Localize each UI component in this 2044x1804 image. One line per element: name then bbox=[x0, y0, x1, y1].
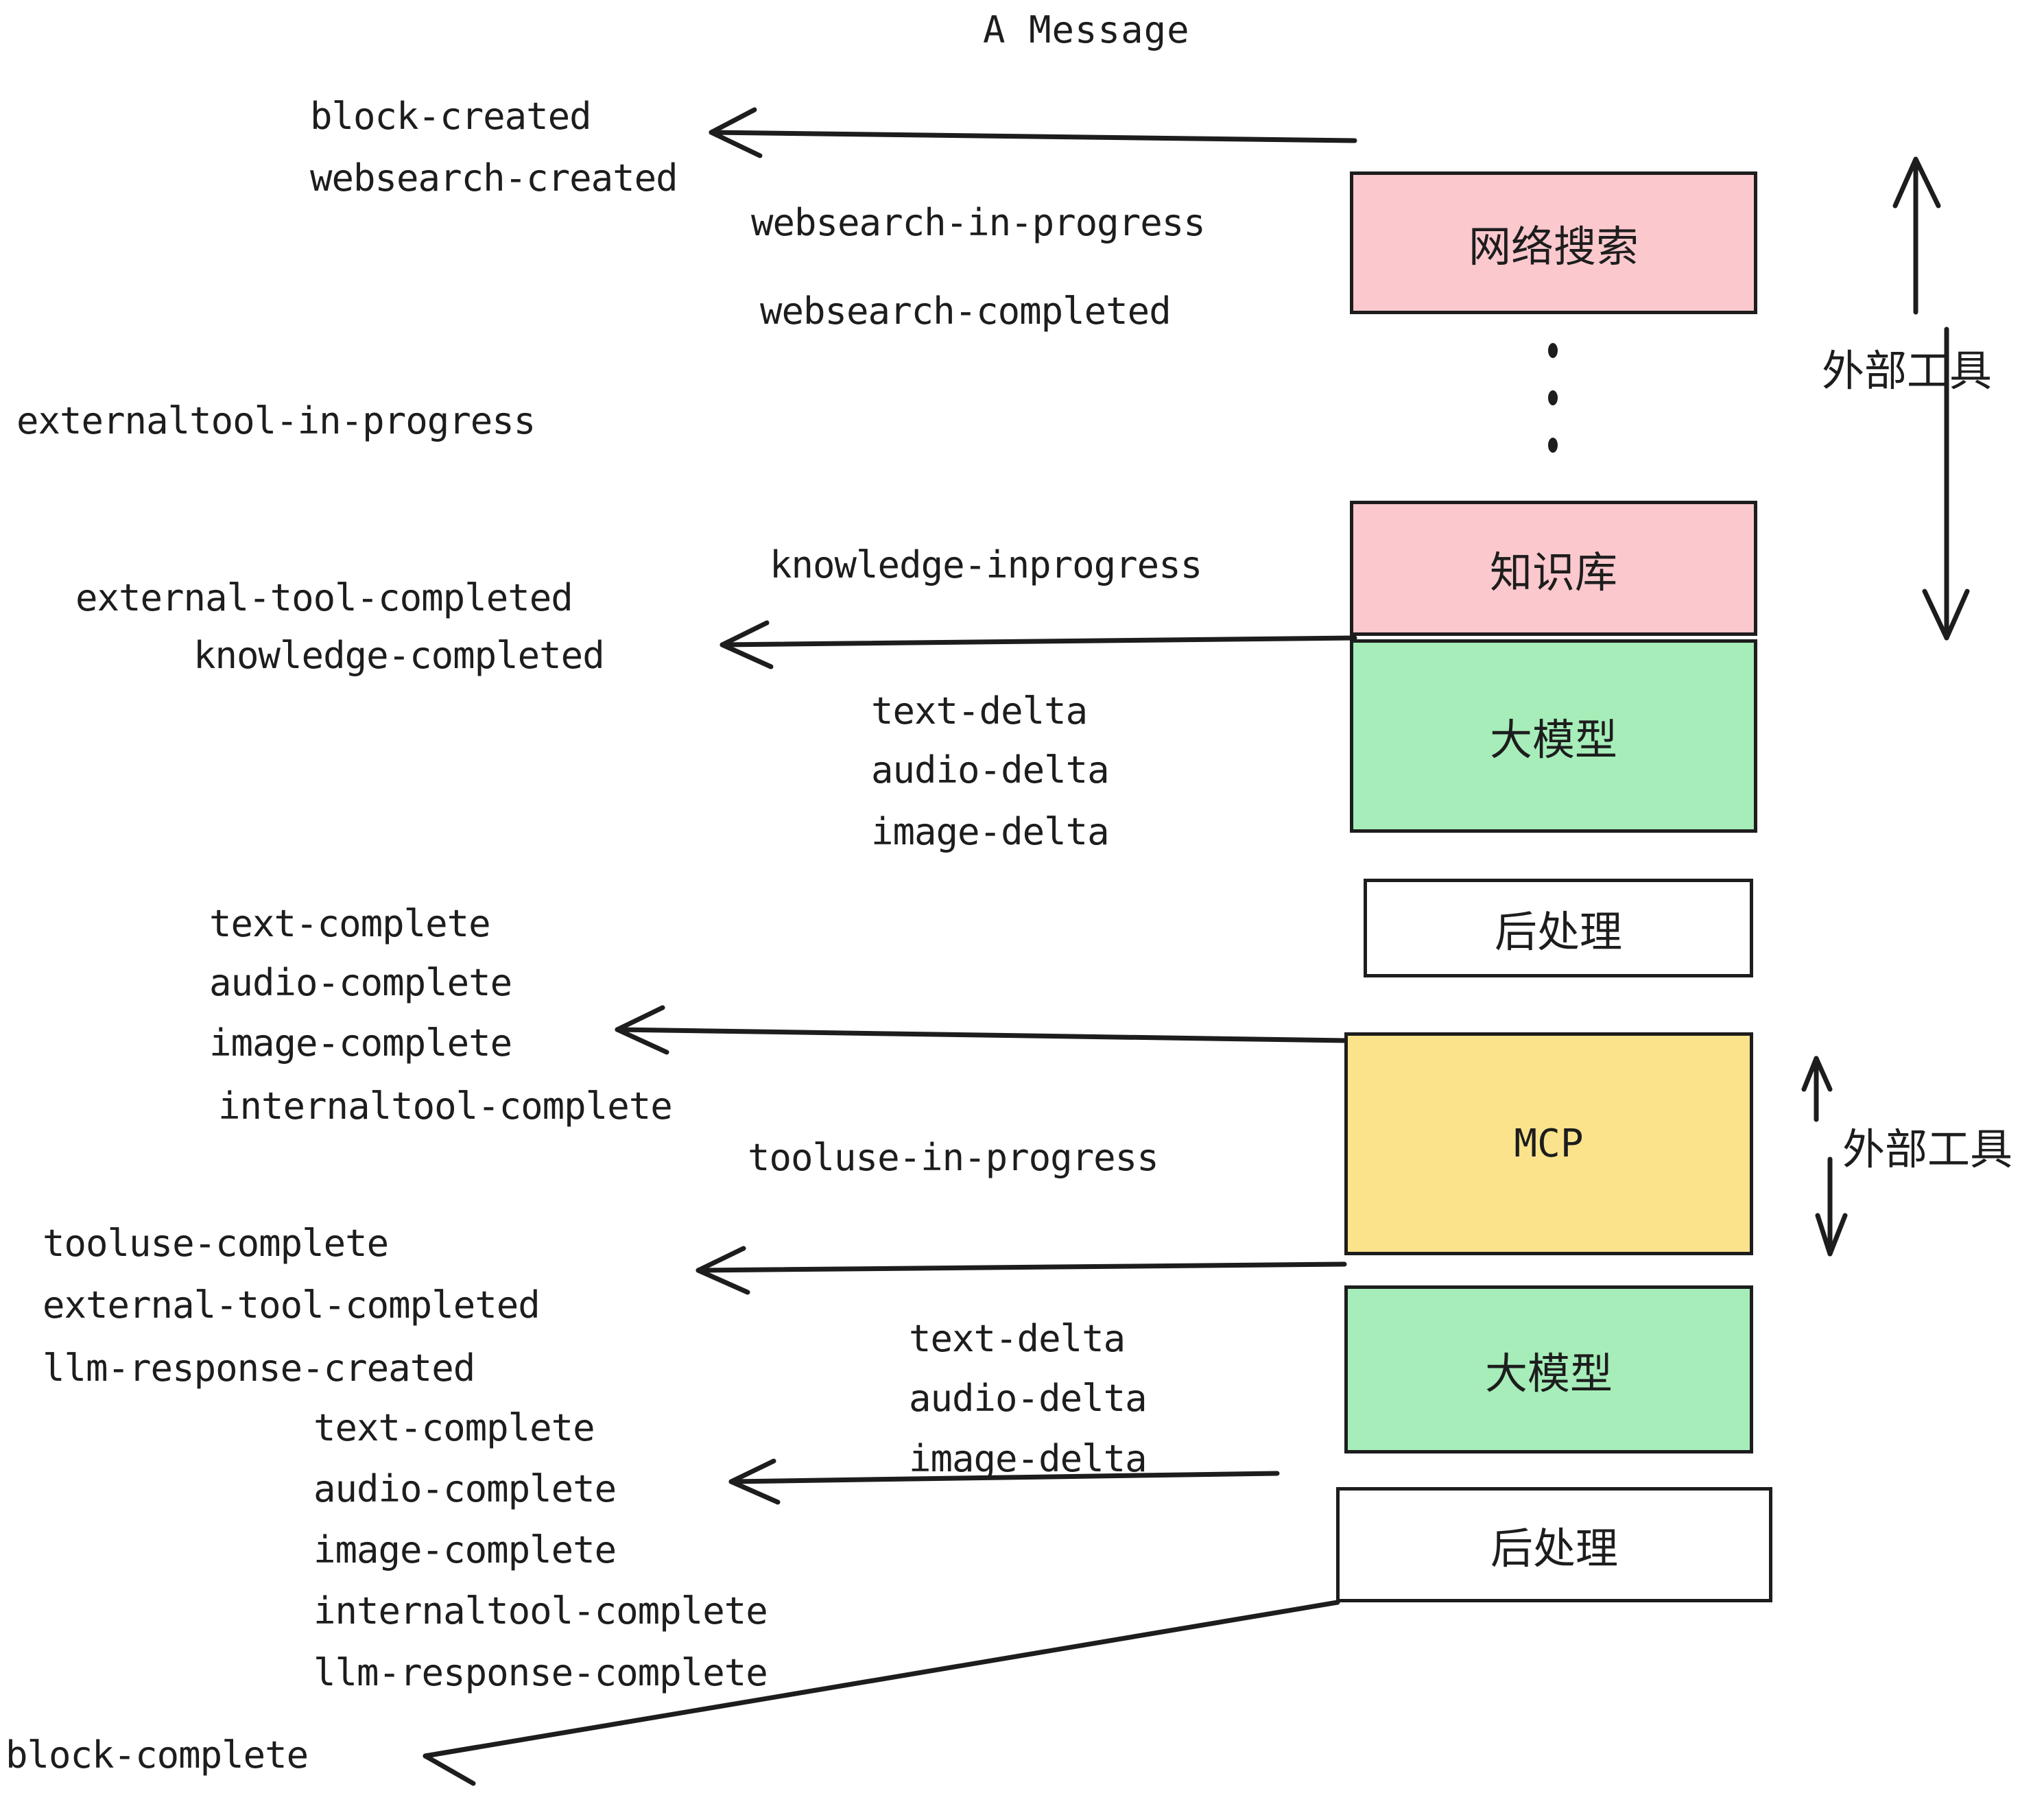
arrow-knowledge-to-completed bbox=[720, 635, 1357, 648]
ellipsis-vertical bbox=[1547, 343, 1558, 453]
event-label: image-delta bbox=[909, 1437, 1148, 1480]
event-label: websearch-completed bbox=[760, 289, 1172, 333]
event-label: external-tool-completed bbox=[43, 1283, 540, 1327]
event-label: text-complete bbox=[313, 1406, 595, 1449]
event-label: block-created bbox=[310, 95, 592, 138]
event-label: websearch-created bbox=[310, 156, 678, 200]
event-label: text-delta bbox=[871, 689, 1088, 733]
event-label: internaltool-complete bbox=[218, 1084, 673, 1128]
dot-3 bbox=[1548, 438, 1558, 453]
node-mcp-label: MCP bbox=[1514, 1121, 1584, 1166]
event-label: image-complete bbox=[313, 1528, 617, 1571]
event-label: text-delta bbox=[909, 1317, 1126, 1360]
node-llm-1[interactable]: 大模型 bbox=[1350, 639, 1757, 833]
node-websearch-label: 网络搜索 bbox=[1468, 222, 1639, 272]
node-postproc-2-label: 后处理 bbox=[1490, 1523, 1618, 1574]
arrow-mcp-to-image-complete bbox=[615, 1027, 1349, 1043]
annotation-external-tool-2: 外部工具 bbox=[1842, 1124, 2013, 1174]
event-label: text-complete bbox=[209, 902, 491, 945]
event-label: audio-complete bbox=[313, 1467, 617, 1510]
event-label: llm-response-complete bbox=[313, 1651, 768, 1694]
event-label: llm-response-created bbox=[43, 1346, 475, 1390]
event-label: audio-delta bbox=[871, 748, 1110, 792]
event-label: websearch-in-progress bbox=[751, 201, 1206, 244]
annotation-external-tool-1: 外部工具 bbox=[1822, 346, 1993, 396]
node-llm-2-label: 大模型 bbox=[1484, 1348, 1613, 1399]
event-label: internaltool-complete bbox=[313, 1589, 768, 1633]
node-llm-2[interactable]: 大模型 bbox=[1344, 1285, 1753, 1453]
event-label: knowledge-inprogress bbox=[770, 543, 1202, 586]
event-label: audio-complete bbox=[209, 961, 512, 1004]
arrow-websearch-to-created bbox=[709, 130, 1357, 143]
node-postproc-1-label: 后处理 bbox=[1494, 907, 1622, 957]
event-label: tooluse-complete bbox=[43, 1222, 389, 1265]
node-postproc-1[interactable]: 后处理 bbox=[1364, 879, 1753, 977]
arrow-mcp-to-tooluse-complete bbox=[696, 1261, 1347, 1273]
event-label: image-delta bbox=[871, 810, 1110, 853]
event-label: external-tool-completed bbox=[75, 576, 573, 619]
event-label: block-complete bbox=[5, 1733, 309, 1777]
event-label: image-complete bbox=[209, 1021, 512, 1065]
dot-2 bbox=[1548, 390, 1558, 405]
event-label: audio-delta bbox=[909, 1377, 1148, 1420]
node-knowledge[interactable]: 知识库 bbox=[1350, 501, 1757, 636]
node-mcp[interactable]: MCP bbox=[1344, 1032, 1753, 1255]
event-label: externaltool-in-progress bbox=[16, 399, 536, 442]
node-knowledge-label: 知识库 bbox=[1489, 547, 1617, 597]
event-label: tooluse-in-progress bbox=[748, 1136, 1159, 1179]
node-websearch[interactable]: 网络搜索 bbox=[1350, 171, 1757, 314]
node-postproc-2[interactable]: 后处理 bbox=[1336, 1487, 1772, 1602]
diagram-title: A Message bbox=[983, 8, 1190, 51]
dot-1 bbox=[1548, 343, 1558, 358]
node-llm-1-label: 大模型 bbox=[1489, 715, 1617, 765]
event-label: knowledge-completed bbox=[193, 634, 605, 677]
